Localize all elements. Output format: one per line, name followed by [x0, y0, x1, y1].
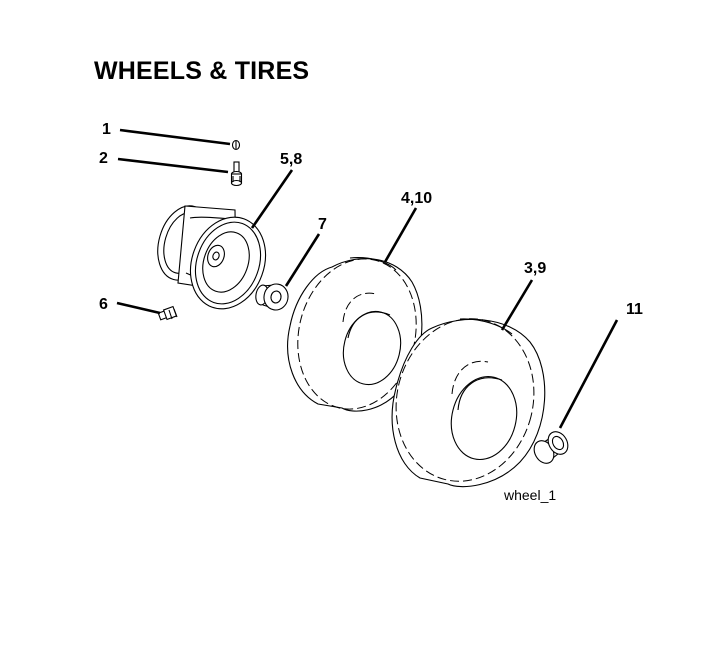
leader-lines: [116, 128, 619, 429]
page-title: WHEELS & TIRES: [94, 57, 310, 85]
diagram-reference-label: wheel_1: [503, 487, 556, 503]
part-6-valve: [157, 305, 178, 321]
leader-11: [558, 319, 619, 429]
callout-6: 6: [99, 296, 108, 313]
callout-11: 11: [626, 301, 643, 318]
callout-3-9: 3,9: [524, 260, 546, 277]
callout-2: 2: [99, 150, 108, 167]
leader-7: [284, 233, 321, 287]
part-4-10-tire: [287, 257, 423, 412]
leader-3-9: [500, 279, 534, 331]
part-5-8-rim: [157, 205, 267, 310]
part-1-nut: [231, 139, 241, 151]
leader-2: [117, 157, 229, 174]
part-3-9-tire: [391, 318, 546, 488]
leader-5-8: [250, 169, 294, 229]
leader-4-10: [383, 207, 418, 263]
callout-5-8: 5,8: [280, 151, 302, 168]
part-7-bushing: [255, 283, 289, 311]
callout-4-10: 4,10: [401, 190, 432, 207]
leader-6: [116, 301, 161, 315]
callout-1: 1: [102, 121, 111, 138]
callout-7: 7: [318, 216, 327, 233]
part-11-cap: [533, 431, 569, 464]
part-2-valve-stem: [230, 161, 243, 187]
leader-1: [119, 128, 231, 146]
